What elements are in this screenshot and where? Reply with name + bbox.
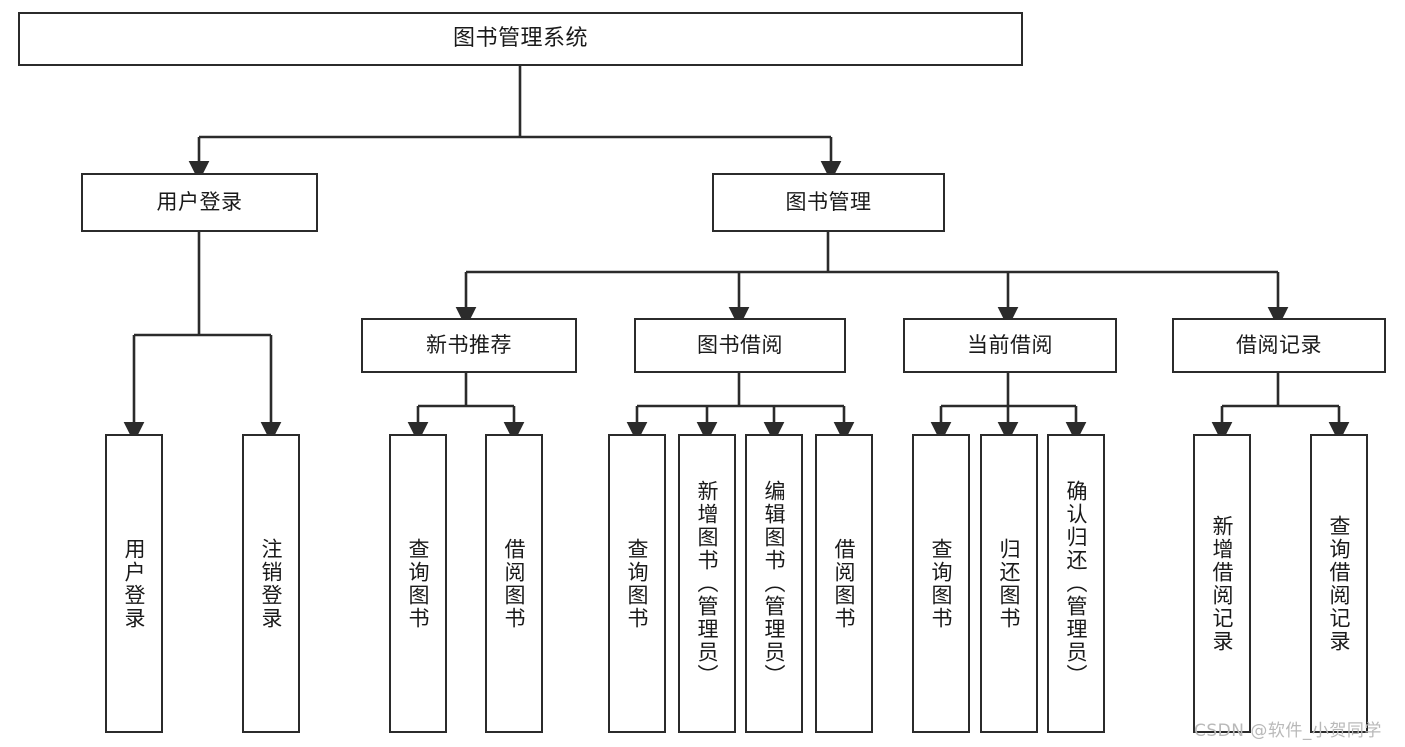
node-label: 用户登录 — [156, 190, 243, 215]
node-leaf-query-book-2[interactable]: 查询图书 — [608, 434, 666, 733]
node-leaf-edit-book-admin[interactable]: 编辑图书（管理员） — [745, 434, 803, 733]
node-label: 编辑图书（管理员） — [762, 480, 787, 687]
node-label: 借阅图书 — [832, 537, 857, 630]
node-leaf-logout-login[interactable]: 注销登录 — [242, 434, 300, 733]
node-label: 归还图书 — [997, 537, 1022, 630]
node-label: 注销登录 — [259, 537, 284, 630]
csdn-watermark: CSDN @软件_小贺同学 — [1194, 721, 1382, 741]
node-borrow-record[interactable]: 借阅记录 — [1172, 318, 1386, 373]
node-label: 新增图书（管理员） — [695, 480, 720, 687]
node-leaf-add-book-admin[interactable]: 新增图书（管理员） — [678, 434, 736, 733]
node-label: 查询图书 — [625, 537, 650, 630]
node-label: 图书借阅 — [697, 333, 783, 358]
node-label: 查询图书 — [406, 537, 431, 630]
node-label: 新增借阅记录 — [1210, 514, 1235, 653]
node-label: 查询图书 — [929, 537, 954, 630]
node-leaf-confirm-return-admin[interactable]: 确认归还（管理员） — [1047, 434, 1105, 733]
node-root-system[interactable]: 图书管理系统 — [18, 12, 1023, 66]
node-current-borrow[interactable]: 当前借阅 — [903, 318, 1117, 373]
node-label: 确认归还（管理员） — [1064, 480, 1089, 687]
node-leaf-query-book-1[interactable]: 查询图书 — [389, 434, 447, 733]
node-leaf-borrow-book-1[interactable]: 借阅图书 — [485, 434, 543, 733]
node-user-login[interactable]: 用户登录 — [81, 173, 318, 232]
node-label: 用户登录 — [122, 537, 147, 630]
node-book-management[interactable]: 图书管理 — [712, 173, 945, 232]
node-leaf-query-book-3[interactable]: 查询图书 — [912, 434, 970, 733]
node-leaf-return-book[interactable]: 归还图书 — [980, 434, 1038, 733]
node-label: 图书管理系统 — [452, 26, 588, 52]
node-label: 借阅记录 — [1236, 333, 1322, 358]
node-label: 借阅图书 — [502, 537, 527, 630]
node-leaf-user-login[interactable]: 用户登录 — [105, 434, 163, 733]
node-new-book-recommend[interactable]: 新书推荐 — [361, 318, 577, 373]
node-label: 新书推荐 — [426, 333, 512, 358]
node-leaf-add-borrow-record[interactable]: 新增借阅记录 — [1193, 434, 1251, 733]
node-leaf-borrow-book-2[interactable]: 借阅图书 — [815, 434, 873, 733]
node-label: 查询借阅记录 — [1327, 514, 1352, 653]
node-label: 当前借阅 — [967, 333, 1053, 358]
node-label: 图书管理 — [785, 190, 872, 215]
node-leaf-query-borrow-record[interactable]: 查询借阅记录 — [1310, 434, 1368, 733]
node-book-borrow[interactable]: 图书借阅 — [634, 318, 846, 373]
